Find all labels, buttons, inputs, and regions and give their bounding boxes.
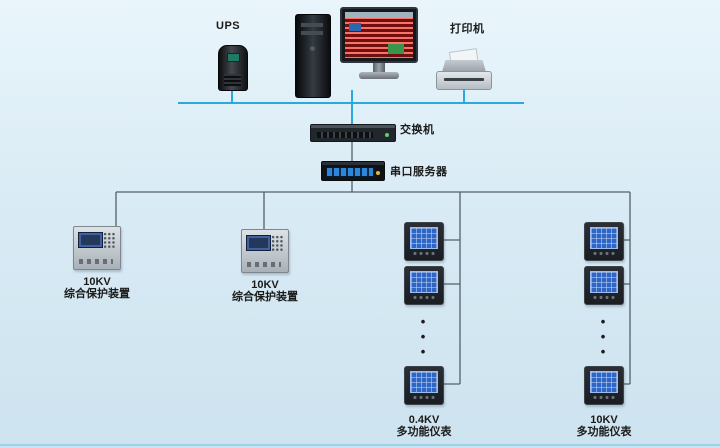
printer-output-slot: [444, 78, 484, 81]
meter-10kv-voltage: 10KV: [590, 414, 618, 426]
relay-keypad: [271, 235, 284, 251]
printer-tray: [442, 60, 486, 72]
meter-screen: [590, 271, 618, 293]
monitor-stand-neck: [373, 63, 385, 72]
meter-screen: [590, 371, 618, 393]
protection-2-label: 10KV 综合保护装置: [218, 279, 312, 303]
serial-server-led: [376, 171, 380, 175]
monitor-screen: [345, 12, 413, 58]
ups-vents: [224, 74, 241, 86]
meter-buttons: [592, 395, 616, 400]
ups-device: [218, 45, 248, 91]
meter-screen: [410, 271, 438, 293]
protection-2-voltage: 10KV: [251, 279, 279, 291]
meter-04kv-label: 0.4KV 多功能仪表: [388, 414, 460, 438]
meter-04kv-2: [404, 266, 444, 305]
meter-04kv-voltage: 0.4KV: [408, 414, 440, 426]
ethernet-bus-lines: [178, 88, 524, 124]
monitor: [340, 7, 418, 79]
meter-buttons: [412, 395, 436, 400]
relay-screen: [246, 235, 271, 251]
printer-label: 打印机: [450, 23, 485, 35]
switch-ports: [317, 132, 373, 138]
meter-10kv-1: [584, 222, 624, 261]
ethernet-switch: [310, 124, 396, 142]
relay-buttons: [79, 259, 113, 264]
meter-10kv-3: [584, 366, 624, 405]
power-button: [309, 45, 316, 52]
meter-04kv-name: 多功能仪表: [396, 426, 452, 438]
printer-device: [436, 48, 492, 90]
pc-tower: [295, 14, 331, 98]
protection-1-name: 综合保护装置: [64, 288, 130, 300]
protection-2-name: 综合保护装置: [232, 291, 298, 303]
serial-server-ports: [326, 167, 374, 177]
serial-server-label: 串口服务器: [390, 166, 448, 178]
ups-label: UPS: [216, 20, 241, 32]
switch-led: [385, 133, 389, 137]
meter-10kv-label: 10KV 多功能仪表: [568, 414, 640, 438]
meter-buttons: [592, 295, 616, 300]
relay-screen: [78, 232, 103, 248]
serial-bus-lines: [115, 140, 631, 385]
ups-display: [227, 53, 240, 62]
meter-screen: [410, 371, 438, 393]
serial-port-server: [321, 161, 385, 181]
meter-buttons: [412, 295, 436, 300]
meter-buttons: [412, 251, 436, 256]
protection-relay-1: [73, 226, 121, 270]
meter-10kv-2: [584, 266, 624, 305]
meter-10kv-name: 多功能仪表: [576, 426, 632, 438]
meter-04kv-ellipsis: • • •: [420, 314, 426, 359]
meter-04kv-1: [404, 222, 444, 261]
relay-keypad: [103, 232, 116, 248]
monitor-frame: [340, 7, 418, 63]
meter-screen: [590, 227, 618, 249]
relay-buttons: [247, 262, 281, 267]
protection-1-label: 10KV 综合保护装置: [50, 276, 144, 300]
protection-1-voltage: 10KV: [83, 276, 111, 288]
meter-screen: [410, 227, 438, 249]
protection-relay-2: [241, 229, 289, 273]
drive-bay: [301, 23, 323, 27]
monitor-stand-base: [359, 72, 399, 79]
switch-label: 交换机: [400, 124, 435, 136]
meter-04kv-3: [404, 366, 444, 405]
meter-buttons: [592, 251, 616, 256]
meter-10kv-ellipsis: • • •: [600, 314, 606, 359]
drive-bay: [301, 31, 323, 35]
